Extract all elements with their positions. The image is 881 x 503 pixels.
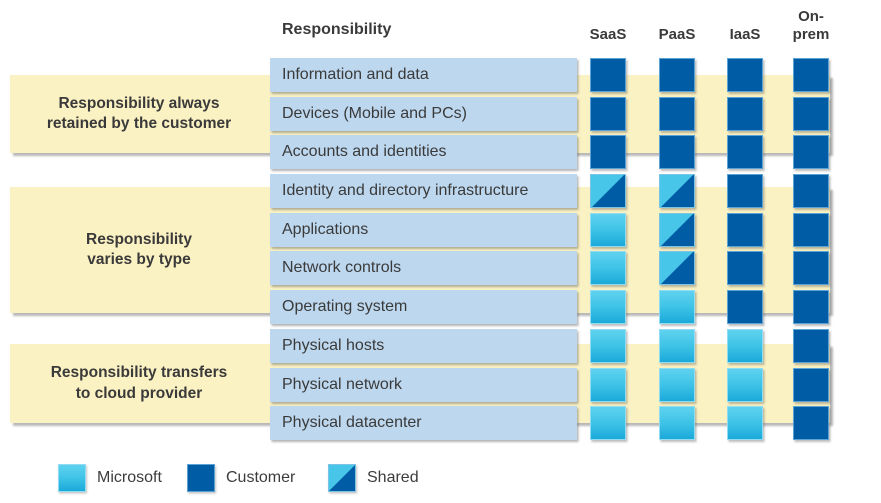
table-row: Physical datacenter [270,406,830,441]
responsibility-column-header: Responsibility [282,21,392,38]
legend-item-customer: Customer [187,464,295,492]
cell-customer [793,135,829,170]
cell-customer [659,58,695,92]
row-label: Physical hosts [270,328,577,363]
cell-customer [793,174,829,209]
column-header-iaas: IaaS [729,26,761,43]
column-header-paas: PaaS [658,26,696,43]
cell-microsoft [659,367,695,402]
table-row: Accounts and identities [270,135,830,170]
cell-microsoft [659,328,695,363]
group-label: Responsibility varies by type [86,230,192,268]
cell-shared [659,174,695,209]
table-row: Network controls [270,251,830,286]
cell-customer [727,212,763,247]
legend-item-microsoft: Microsoft [58,464,162,492]
cell-microsoft [590,406,626,441]
cell-customer [659,135,695,170]
table-row: Physical hosts [270,328,830,363]
cell-shared [659,212,695,247]
cell-microsoft [590,290,626,325]
shared-swatch-icon [328,464,356,492]
row-label: Identity and directory infrastructure [270,174,577,209]
cell-customer [793,58,829,92]
column-header-onprem: On- prem [792,8,830,43]
cell-customer [727,135,763,170]
table-row: Information and data [270,58,830,92]
legend-label: Shared [367,469,419,486]
table-row: Physical network [270,367,830,402]
cell-microsoft [590,328,626,363]
cell-customer [659,96,695,131]
cell-customer [793,290,829,325]
group-label: Responsibility transfers to cloud provid… [50,364,228,402]
legend-item-shared: Shared [328,464,419,492]
microsoft-swatch-icon [58,464,86,492]
cell-customer [793,251,829,286]
cell-customer [727,96,763,131]
row-label: Physical network [270,367,577,402]
cell-customer [793,96,829,131]
cell-microsoft [590,212,626,247]
table-row: Devices (Mobile and PCs) [270,96,830,131]
group-label: Responsibility always retained by the cu… [46,94,232,132]
cell-customer [590,135,626,170]
cell-customer [793,328,829,363]
row-label: Network controls [270,251,577,286]
cell-microsoft [659,290,695,325]
legend-label: Microsoft [97,469,162,486]
cell-customer [793,367,829,402]
row-label: Information and data [270,58,577,92]
customer-swatch-icon [187,464,215,492]
column-header-saas: SaaS [589,26,627,43]
cell-customer [793,212,829,247]
row-label: Physical datacenter [270,406,577,441]
cell-microsoft [727,328,763,363]
cell-shared [659,251,695,286]
row-label: Operating system [270,290,577,325]
responsibility-table: Information and data Devices (Mobile and… [270,58,830,441]
cell-customer [590,96,626,131]
cell-customer [727,251,763,286]
cell-microsoft [590,251,626,286]
row-label: Accounts and identities [270,135,577,170]
legend-label: Customer [226,469,296,486]
row-label: Applications [270,212,577,247]
table-row: Operating system [270,290,830,325]
row-label: Devices (Mobile and PCs) [270,96,577,131]
cell-customer [727,290,763,325]
cell-microsoft [727,406,763,441]
cell-microsoft [727,367,763,402]
cell-customer [727,58,763,92]
table-row: Applications [270,212,830,247]
cell-shared [590,174,626,209]
cell-customer [590,58,626,92]
cell-microsoft [659,406,695,441]
cell-customer [727,174,763,209]
cell-customer [793,406,829,441]
cell-microsoft [590,367,626,402]
table-row: Identity and directory infrastructure [270,174,830,209]
